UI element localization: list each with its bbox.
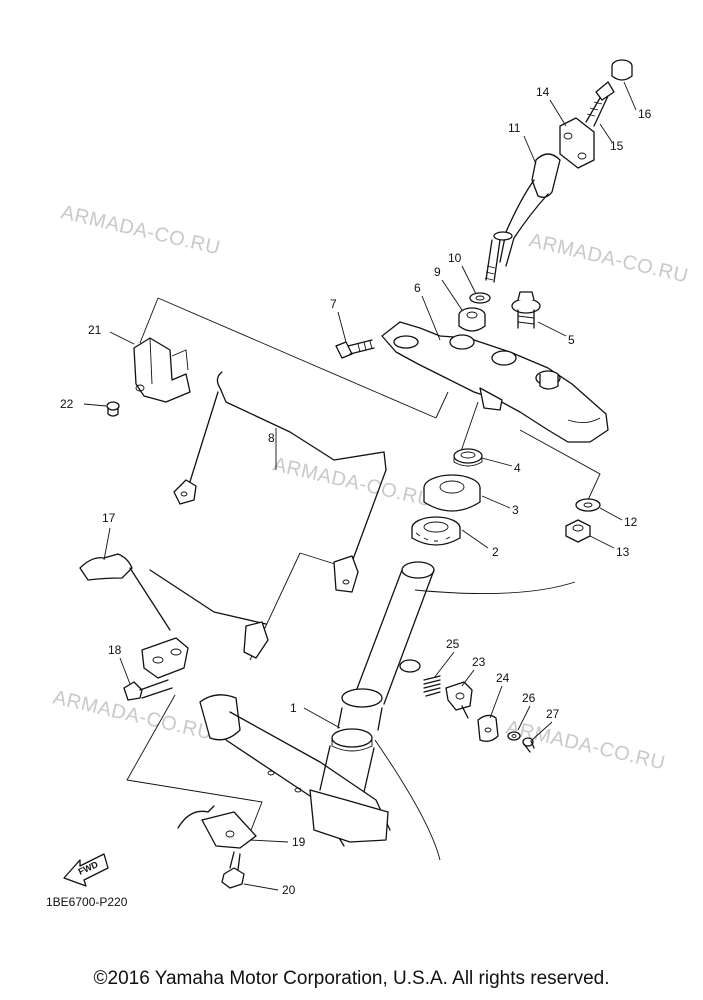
part-4-ring-nut [453,448,483,467]
watermark-1: ARMADA-CO.RU [59,201,222,259]
callout-4: 4 [514,461,521,475]
callout-numbers: 1 2 3 4 5 6 7 8 9 10 11 12 13 14 15 16 1… [60,85,652,897]
callout-8: 8 [268,431,275,445]
watermarks: ARMADA-CO.RU ARMADA-CO.RU ARMADA-CO.RU A… [51,201,690,774]
drawing-code: 1BE6700-P220 [46,895,128,909]
callout-24: 24 [496,671,510,685]
callout-16: 16 [638,107,652,121]
part-5-flange-bolt [511,291,541,329]
part-17-stay [79,553,269,679]
watermark-3: ARMADA-CO.RU [271,453,434,511]
part-13-nut [565,519,591,543]
part-10-washer [469,292,491,304]
part-16-cap-nut [611,59,633,81]
callout-11: 11 [508,121,521,135]
part-22-screw [106,401,120,417]
callout-15: 15 [610,139,624,153]
callout-1: 1 [290,701,297,715]
part-18-bolt [123,679,173,701]
part-9-damper [458,307,486,332]
part-8-rod [173,371,387,593]
part-11-handlebar [484,153,561,283]
callout-12: 12 [624,515,638,529]
callout-5: 5 [568,333,575,347]
part-15-bolt [585,81,615,127]
part-7-bolt [335,339,375,359]
callout-25: 25 [446,637,460,651]
part-20-bolt [221,851,245,889]
fwd-arrow-icon: FWD [63,853,109,887]
callout-13: 13 [616,545,630,559]
callout-14: 14 [536,85,550,99]
part-27-screw [522,737,535,753]
callout-19: 19 [292,835,306,849]
part-12-washer [575,498,601,512]
part-6-upper-bracket [381,321,609,443]
part-3-bearing-cover [423,474,481,512]
part-19-clip [177,805,257,849]
callout-23: 23 [472,655,486,669]
guide-lines [126,297,601,861]
callout-2: 2 [492,545,499,559]
part-24-plate [477,714,499,742]
copyright-notice: ©2016 Yamaha Motor Corporation, U.S.A. A… [93,968,610,989]
callout-21: 21 [88,323,102,337]
part-21-bracket [133,337,191,403]
callout-27: 27 [546,707,560,721]
watermark-2: ARMADA-CO.RU [527,229,690,287]
callout-6: 6 [414,281,421,295]
callout-3: 3 [512,503,519,517]
part-23-lock [445,681,473,719]
part-2-bearing [411,516,461,546]
callout-26: 26 [522,691,536,705]
part-25-spring [423,675,441,697]
callout-10: 10 [448,251,462,265]
part-1-steering-stem [199,561,435,847]
callout-22: 22 [60,397,74,411]
callout-18: 18 [108,643,122,657]
callout-17: 17 [102,511,116,525]
callout-9: 9 [434,265,441,279]
callout-20: 20 [282,883,296,897]
leader-lines [83,81,637,891]
part-14-clamp [559,117,595,169]
part-26-washer [507,731,521,741]
callout-7: 7 [330,297,337,311]
